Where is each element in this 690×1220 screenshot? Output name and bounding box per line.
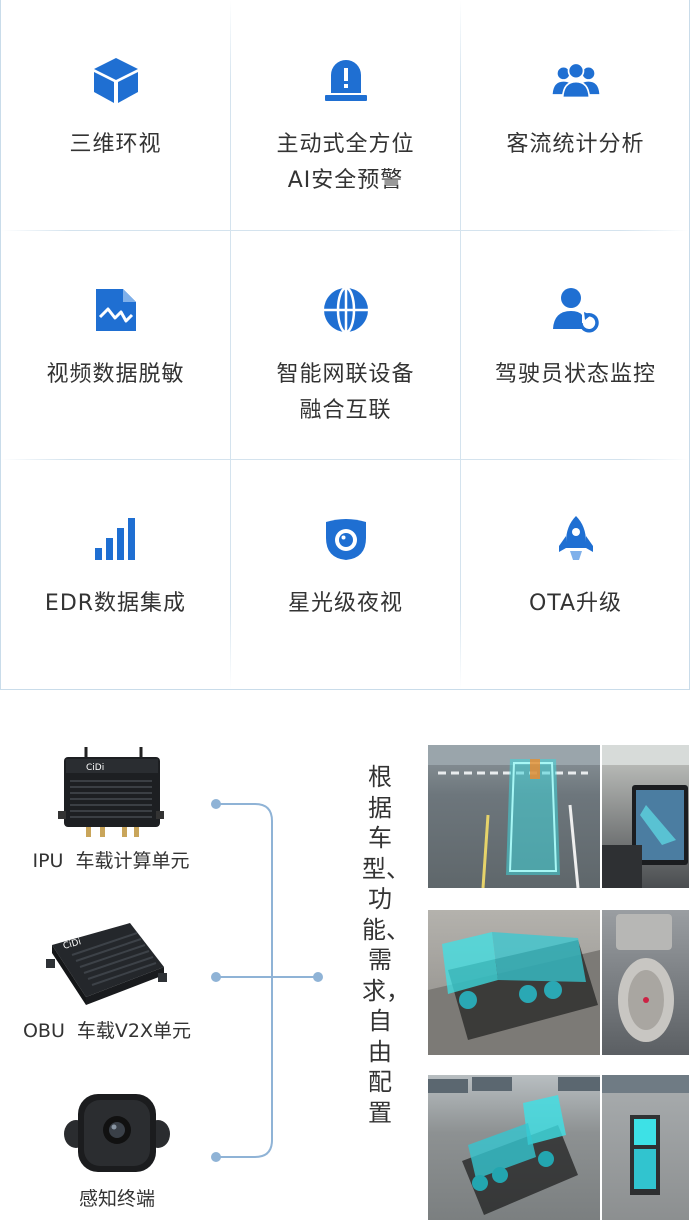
connector-dot (313, 972, 323, 982)
feature-label: OTA升级 (528, 591, 623, 616)
image-masked-icon (91, 285, 141, 335)
grid-divider (1, 230, 689, 231)
globe-icon (321, 285, 371, 335)
feature-label: 驾驶员状态监控 (494, 362, 656, 387)
svg-text:CiDi: CiDi (86, 763, 104, 773)
tractor-3d-model-image (428, 1075, 600, 1220)
grid-divider (1, 459, 689, 460)
svg-text:CiDi: CiDi (62, 937, 82, 952)
obu-device-label: OBU 车载V2X单元 (22, 1020, 192, 1042)
feature-item: 客流统计分析 (461, 0, 690, 229)
truck-3d-model-image (428, 910, 600, 1055)
connector-dot (211, 799, 221, 809)
feature-item: 驾驶员状态监控 (461, 230, 690, 459)
driver-refresh-icon (551, 285, 601, 335)
dome-camera-icon (321, 514, 371, 564)
ipu-device-label: IPU 车载计算单元 (32, 850, 190, 872)
feature-item: 三维环视 (1, 0, 230, 229)
feature-item: 星光级夜视 (231, 459, 460, 688)
bus-surround-view-image (428, 745, 600, 888)
feature-item: 智能网联设备 融合互联 (231, 230, 460, 459)
rocket-icon (551, 514, 601, 564)
obu-device: CiDi OBU 车载V2X单元 (2, 915, 212, 1043)
feature-item: 视频数据脱敏 (1, 230, 230, 459)
feature-label: 三维环视 (69, 132, 162, 157)
bus-cabin-display-image (602, 745, 689, 888)
obu-device-image: CiDi (46, 923, 167, 1005)
grid-divider (460, 0, 461, 690)
ipu-device-image: CiDi (58, 747, 164, 837)
feature-item: EDR数据集成 (1, 459, 230, 688)
alarm-light-icon (321, 55, 371, 105)
sensor-device-image (64, 1094, 170, 1172)
bar-signal-icon (91, 514, 141, 564)
connector-dot (211, 1152, 221, 1162)
tractor-top-view-image (602, 1075, 689, 1220)
ipu-device: CiDi IPU 车载计算单元 (6, 745, 216, 873)
people-group-icon (551, 55, 601, 105)
feature-item: OTA升级 (461, 459, 690, 688)
configuration-caption: 根据车型、功能、需求，自由配置 (362, 763, 410, 1127)
feature-label: 智能网联设备 融合互联 (276, 362, 415, 423)
feature-grid: 三维环视 主动式全方位 AI安全预警 客流统计分析 视频数据脱敏 智能网联设备 … (0, 0, 690, 690)
feature-label: 客流统计分析 (506, 132, 645, 157)
sensor-device-label: 感知终端 (78, 1188, 155, 1210)
grid-divider (230, 0, 231, 690)
feature-label: 视频数据脱敏 (46, 362, 185, 387)
mixer-truck-top-view-image (602, 910, 689, 1055)
cube-icon (91, 55, 141, 105)
feature-item: 主动式全方位 AI安全预警 (231, 0, 460, 229)
sensor-device: 感知终端 (22, 1090, 212, 1211)
connector-dot (211, 972, 221, 982)
feature-label: EDR数据集成 (44, 591, 187, 616)
feature-label: 主动式全方位 AI安全预警 (276, 132, 415, 193)
feature-label: 星光级夜视 (287, 591, 403, 616)
